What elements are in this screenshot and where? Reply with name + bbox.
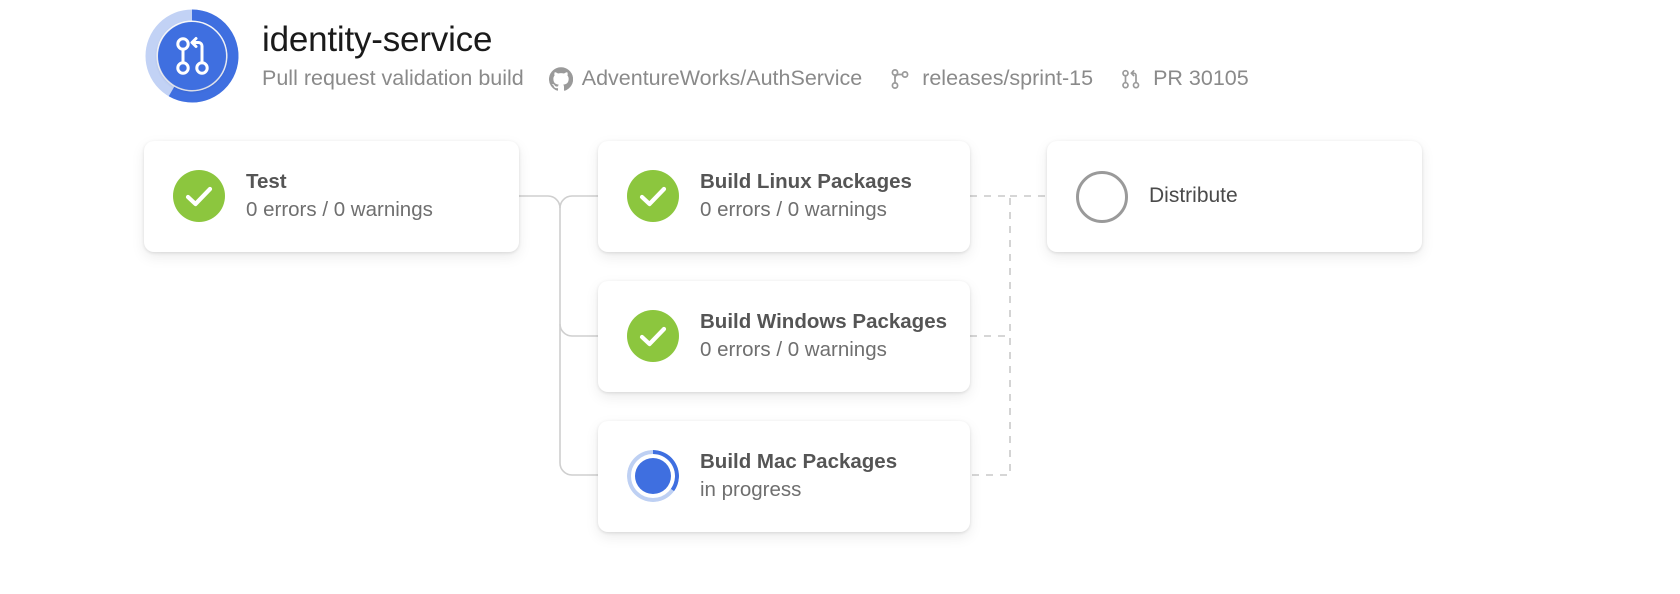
stage-labels: Distribute — [1149, 183, 1238, 209]
stage-status: in progress — [700, 477, 802, 501]
branch-label: releases/sprint-15 — [922, 66, 1094, 91]
stage-content: Build Mac Packages in progress — [598, 449, 897, 503]
stage-content: Build Linux Packages 0 errors / 0 warnin… — [598, 169, 912, 223]
stage-content: Build Windows Packages 0 errors / 0 warn… — [598, 309, 947, 363]
breadcrumb: Pull request validation build AdventureW… — [262, 66, 1249, 92]
stage-name: Distribute — [1149, 184, 1238, 208]
pull-request-icon — [1118, 66, 1144, 92]
stage-name: Build Windows Packages — [700, 310, 948, 334]
check-circle-icon — [627, 310, 679, 363]
stage-labels: Test 0 errors / 0 warnings — [246, 169, 433, 223]
build-definition-label: Pull request validation build — [262, 68, 524, 90]
github-icon — [548, 67, 573, 91]
repository-label: AdventureWorks/AuthService — [581, 66, 863, 91]
stage-name: Test — [246, 170, 287, 194]
branch-link[interactable]: releases/sprint-15 — [887, 66, 1093, 92]
empty-circle-icon — [1076, 170, 1128, 223]
git-branch-icon — [887, 66, 913, 92]
stage-card-build-linux[interactable]: Build Linux Packages 0 errors / 0 warnin… — [598, 141, 970, 252]
stage-labels: Build Mac Packages in progress — [700, 449, 897, 503]
spinner-core — [635, 458, 671, 495]
stage-card-test[interactable]: Test 0 errors / 0 warnings — [144, 141, 519, 252]
stage-card-distribute[interactable]: Distribute — [1047, 141, 1422, 252]
build-header-text: identity-service Pull request validation… — [262, 20, 1249, 92]
build-logo-disc — [158, 22, 226, 90]
stage-labels: Build Windows Packages 0 errors / 0 warn… — [700, 309, 947, 363]
stage-labels: Build Linux Packages 0 errors / 0 warnin… — [700, 169, 912, 223]
check-circle-icon — [173, 170, 225, 223]
stage-card-build-mac[interactable]: Build Mac Packages in progress — [598, 421, 970, 532]
stage-card-build-windows[interactable]: Build Windows Packages 0 errors / 0 warn… — [598, 281, 970, 392]
pull-request-link[interactable]: PR 30105 — [1118, 66, 1249, 92]
stage-name: Build Linux Packages — [700, 170, 912, 194]
stage-content: Distribute — [1047, 170, 1238, 223]
build-logo — [144, 8, 240, 104]
pull-request-label: PR 30105 — [1153, 66, 1249, 91]
build-progress-ring-icon — [145, 9, 239, 103]
stage-status: 0 errors / 0 warnings — [246, 197, 433, 221]
spinner-icon — [627, 450, 679, 503]
build-header: identity-service Pull request validation… — [144, 8, 1249, 104]
stage-status: 0 errors / 0 warnings — [700, 337, 887, 361]
page-title: identity-service — [262, 19, 493, 59]
stage-status: 0 errors / 0 warnings — [700, 197, 887, 221]
check-circle-icon — [627, 170, 679, 223]
repository-link[interactable]: AdventureWorks/AuthService — [548, 66, 863, 91]
build-definition-text: Pull request validation build — [262, 66, 524, 91]
stage-content: Test 0 errors / 0 warnings — [144, 169, 433, 223]
stage-name: Build Mac Packages — [700, 450, 898, 474]
pull-request-icon — [176, 37, 209, 75]
